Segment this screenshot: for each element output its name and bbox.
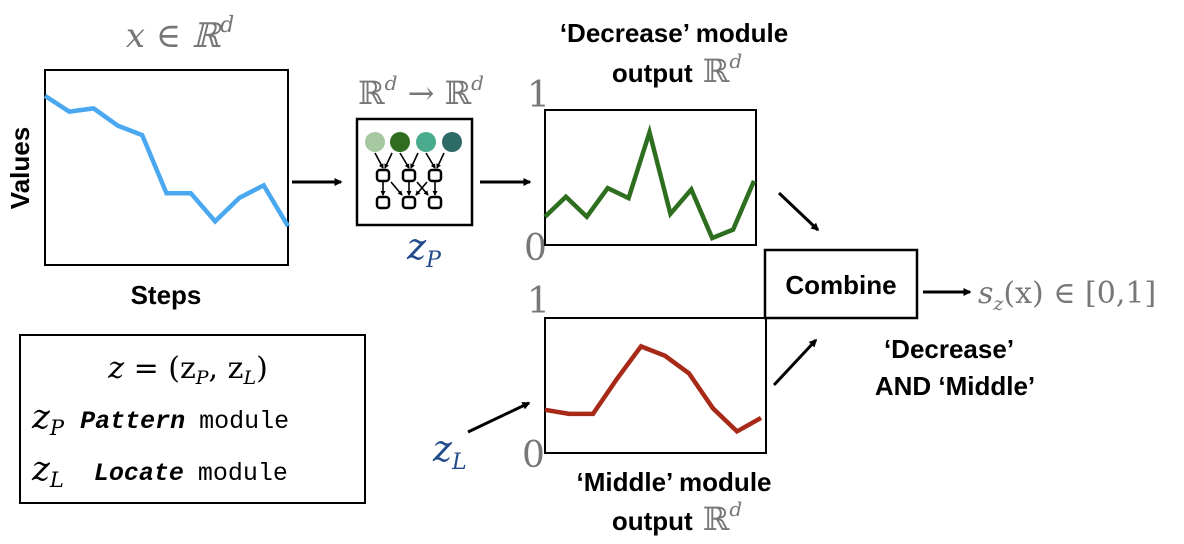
combine-output-label: sz(x) ∈ [0,1] xyxy=(978,276,1156,315)
arrow-zl-to-middle xyxy=(467,401,531,434)
locate-z-label: zL xyxy=(432,429,467,475)
input-label: x ∈ ℝd xyxy=(126,13,234,56)
legend-equation: z = (zP, zL) xyxy=(107,351,268,389)
arrow-decrease-to-combine xyxy=(777,191,820,232)
middle-chart-frame xyxy=(544,317,767,454)
decrease-series xyxy=(543,124,757,242)
input-ylabel: Values xyxy=(5,127,35,209)
legend-box xyxy=(19,334,366,504)
module-mapping-label: ℝd → ℝd xyxy=(358,71,484,112)
decrease-title-line1: ‘Decrease’ module xyxy=(560,18,788,48)
middle-y-bottom: 0 xyxy=(522,435,545,476)
input-chart-frame xyxy=(44,69,289,266)
middle-series xyxy=(544,343,763,435)
combine-box xyxy=(763,248,919,320)
network-node-3 xyxy=(416,132,436,152)
middle-y-top: 1 xyxy=(527,281,550,322)
decrease-series-line xyxy=(543,124,757,242)
pattern-z-label: zP xyxy=(406,227,442,273)
network-node-1 xyxy=(365,132,385,152)
combine-caption-line2: AND ‘Middle’ xyxy=(875,371,1035,401)
neural-network-icon xyxy=(365,132,462,210)
input-xlabel: Steps xyxy=(131,280,202,310)
decrease-y-top: 1 xyxy=(527,75,550,116)
decrease-y-bottom: 0 xyxy=(524,228,547,269)
network-node-2 xyxy=(390,132,410,152)
combine-caption-line1: ‘Decrease’ xyxy=(884,334,1014,364)
arrow-middle-to-combine xyxy=(772,338,818,387)
network-node-4 xyxy=(442,132,462,152)
input-series-line xyxy=(43,94,290,228)
input-series xyxy=(43,94,290,228)
middle-series-line xyxy=(544,343,763,435)
middle-title-line1: ‘Middle’ module xyxy=(576,467,771,497)
combine-label: Combine xyxy=(785,270,896,300)
